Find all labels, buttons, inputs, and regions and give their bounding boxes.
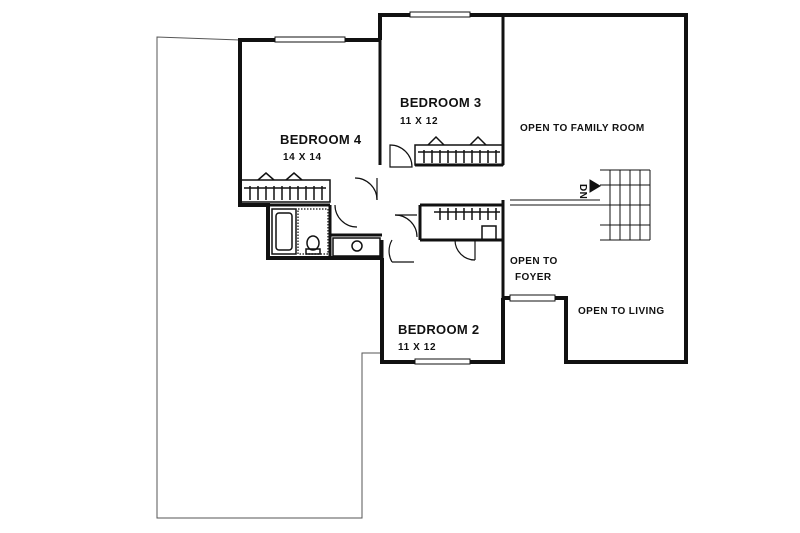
open-to-living-label: OPEN TO LIVING xyxy=(578,306,665,317)
hall-closet xyxy=(434,208,500,240)
bedroom3-name: BEDROOM 3 xyxy=(400,95,481,110)
bedroom4-name: BEDROOM 4 xyxy=(280,132,362,147)
bedroom2-name: BEDROOM 2 xyxy=(398,322,479,337)
open-to-family-room-label: OPEN TO FAMILY ROOM xyxy=(520,123,645,134)
windows xyxy=(274,11,556,365)
bedroom3-closet xyxy=(414,135,504,166)
staircase xyxy=(510,169,651,241)
stairs-down-label: DN xyxy=(577,184,588,199)
doors xyxy=(334,144,476,263)
open-to-foyer-label-line1: OPEN TO xyxy=(510,256,558,267)
bathroom xyxy=(271,208,381,257)
bedroom4-size: 14 X 14 xyxy=(283,152,322,163)
bedroom2-size: 11 X 12 xyxy=(398,342,436,353)
open-to-foyer-label-line2: FOYER xyxy=(515,272,552,283)
bedroom3-size: 11 X 12 xyxy=(400,116,438,127)
first-floor-outline xyxy=(156,36,382,519)
bedroom4-closet xyxy=(239,172,331,203)
